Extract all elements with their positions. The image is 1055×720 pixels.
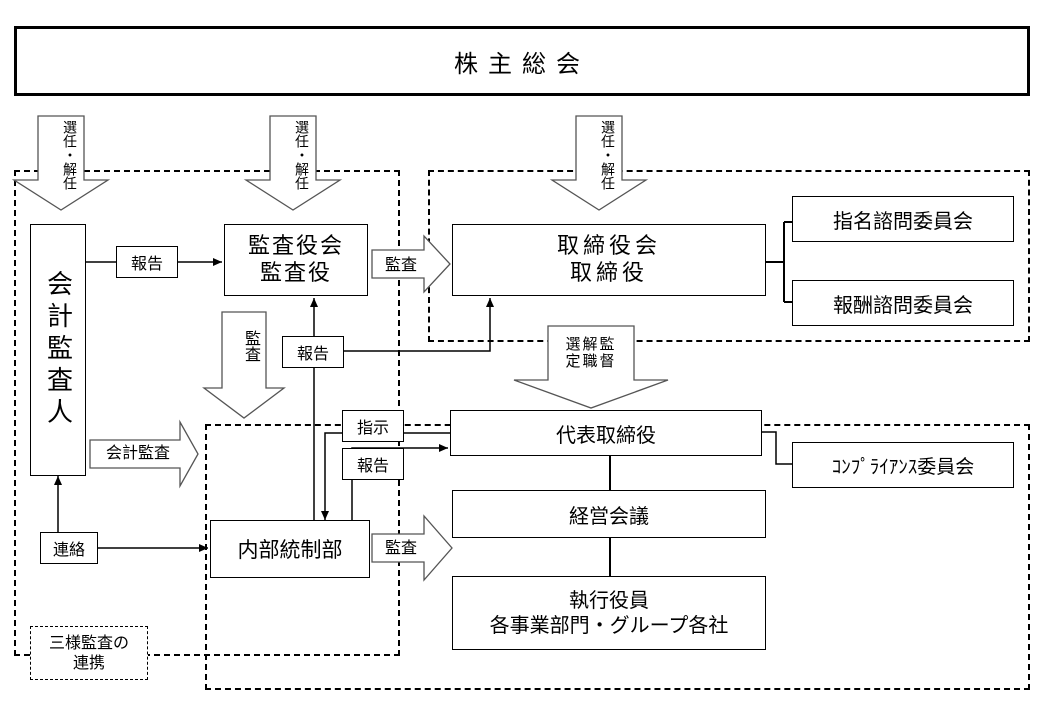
audit-label-vertical: 監査 xyxy=(242,330,261,362)
accounting-audit-arrow xyxy=(89,419,199,489)
appoint-label-board: 選任・解任 xyxy=(599,120,615,190)
supervise-arrow xyxy=(513,325,669,409)
management-meeting-box: 経営会議 xyxy=(452,490,766,538)
appoint-arrow-audit-board xyxy=(243,115,343,211)
appoint-arrow-auditor xyxy=(11,115,111,211)
executives-box: 執行役員 各事業部門・グループ各社 xyxy=(452,576,766,650)
liaison-label: 連絡 xyxy=(40,532,98,564)
board-box: 取締役会 取締役 xyxy=(452,224,766,296)
report-label-board: 報告 xyxy=(282,336,344,368)
internal-control-box: 内部統制部 xyxy=(210,520,370,578)
shareholders-meeting-box: 株主総会 xyxy=(14,26,1030,96)
ceo-box: 代表取締役 xyxy=(450,410,762,456)
report-to-board-line xyxy=(344,298,494,352)
audit-arrow-down xyxy=(202,311,286,419)
audit-label-internal: 監査 xyxy=(384,538,417,557)
report-label-auditor: 報告 xyxy=(116,246,178,278)
accounting-auditor-box: 会計監査人 xyxy=(30,224,86,476)
instruction-label: 指示 xyxy=(342,410,404,442)
appoint-label-auditor: 選任・解任 xyxy=(61,120,77,190)
instruction-line xyxy=(321,432,450,520)
nomination-committee-box: 指名諮問委員会 xyxy=(792,196,1014,242)
appoint-label-audit-board: 選任・解任 xyxy=(293,120,309,190)
compliance-committee-box: ｺﾝﾌﾟﾗｲｱﾝｽ委員会 xyxy=(792,442,1014,488)
supervise-label: 選解監 定職督 xyxy=(565,335,617,371)
remuneration-committee-box: 報酬諮問委員会 xyxy=(792,280,1014,326)
audit-board-box: 監査役会 監査役 xyxy=(224,224,368,296)
appoint-arrow-board xyxy=(549,115,649,211)
ceo-to-compliance-line xyxy=(762,431,792,465)
accounting-auditor-label: 会計監査人 xyxy=(42,270,73,430)
audit-label-board: 監査 xyxy=(384,255,417,274)
internal-audit-arrow xyxy=(371,514,453,582)
three-party-audit-note: 三様監査の 連携 xyxy=(30,626,148,680)
accounting-audit-label: 会計監査 xyxy=(105,443,170,462)
report-label-ceo: 報告 xyxy=(342,448,404,480)
audit-arrow-board xyxy=(371,234,451,294)
